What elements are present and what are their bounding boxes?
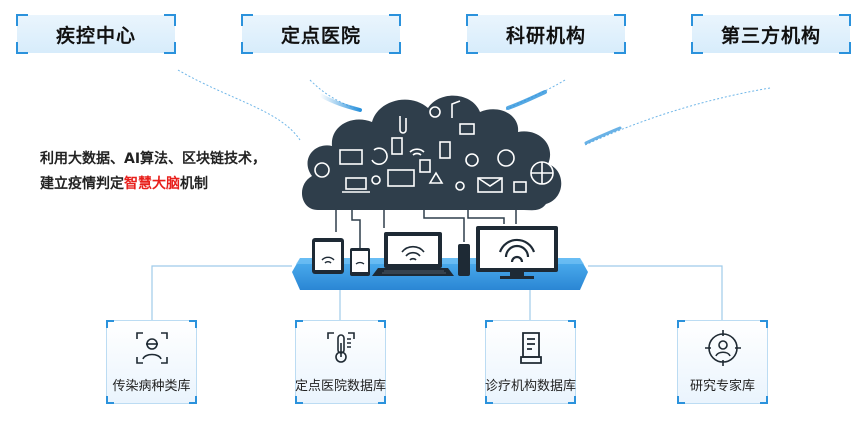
flow-streak-right bbox=[506, 90, 547, 110]
laptop-device bbox=[372, 232, 454, 276]
phone-icon bbox=[439, 141, 451, 159]
tablet-icon bbox=[391, 137, 403, 155]
database-label: 定点医院数据库 bbox=[294, 379, 386, 394]
camera-icon bbox=[459, 123, 475, 135]
expert-target-icon bbox=[705, 330, 741, 366]
thermometer-icon bbox=[327, 332, 355, 363]
connector-lines bbox=[151, 265, 723, 320]
wifi-icon bbox=[409, 148, 425, 156]
sync-icon bbox=[371, 147, 388, 165]
top-box-label: 第三方机构 bbox=[720, 24, 821, 47]
slogan-highlight: 智慧大脑 bbox=[124, 176, 180, 192]
database-label: 诊疗机构数据库 bbox=[484, 379, 576, 394]
laptop-icon bbox=[345, 177, 367, 190]
top-box-label: 疾控中心 bbox=[55, 24, 136, 47]
database-box-infectious-disease: 传染病种类库 bbox=[106, 320, 197, 404]
slogan-line-2: 建立疫情判定智慧大脑机制 bbox=[40, 172, 266, 197]
flow-arc-mid-left bbox=[309, 79, 361, 111]
recycle-icon bbox=[428, 171, 444, 184]
top-box-cdc: 疾控中心 bbox=[16, 14, 176, 54]
music-note-icon bbox=[451, 100, 461, 118]
radio-icon bbox=[465, 153, 479, 167]
user-icon bbox=[455, 181, 465, 191]
monitor-icon bbox=[339, 149, 363, 165]
top-box-designated-hospital: 定点医院 bbox=[241, 14, 401, 54]
desktop-icon bbox=[387, 169, 415, 187]
tablet-device bbox=[312, 238, 344, 274]
paperclip-icon bbox=[399, 116, 407, 134]
top-box-research-institution: 科研机构 bbox=[466, 14, 626, 54]
phone-device bbox=[350, 248, 370, 276]
top-box-third-party: 第三方机构 bbox=[691, 14, 851, 54]
lock-icon bbox=[513, 181, 527, 193]
slogan-line-2-suffix: 机制 bbox=[180, 176, 208, 192]
slogan-line-2-prefix: 建立疫情判定 bbox=[40, 176, 124, 192]
power-icon bbox=[314, 162, 330, 178]
device-cables bbox=[335, 210, 517, 248]
flow-streak-left bbox=[318, 93, 362, 112]
speaker-device bbox=[458, 244, 470, 276]
document-icon-cloud bbox=[419, 159, 431, 173]
database-label: 研究专家库 bbox=[689, 379, 755, 394]
desktop-device bbox=[476, 226, 558, 279]
flow-streak-far-right bbox=[584, 126, 622, 145]
slogan: 利用大数据、AI算法、区块链技术， 建立疫情判定智慧大脑机制 bbox=[40, 147, 266, 197]
microphone-icon bbox=[371, 175, 381, 185]
top-box-label: 定点医院 bbox=[280, 24, 361, 47]
database-box-clinic: 诊疗机构数据库 bbox=[485, 320, 576, 404]
database-box-expert: 研究专家库 bbox=[677, 320, 768, 404]
database-box-designated-hospital: 定点医院数据库 bbox=[295, 320, 386, 404]
slogan-line-1: 利用大数据、AI算法、区块链技术， bbox=[40, 151, 267, 167]
flow-arc-left bbox=[177, 69, 301, 141]
headphones-icon bbox=[497, 149, 515, 167]
gear-icon bbox=[429, 106, 441, 118]
database-label: 传染病种类库 bbox=[112, 379, 191, 394]
cloud-shape bbox=[301, 95, 562, 211]
flow-arc-right bbox=[584, 87, 771, 146]
top-box-label: 科研机构 bbox=[505, 24, 586, 47]
document-icon bbox=[520, 332, 542, 364]
cloud-icons bbox=[314, 100, 554, 193]
mail-icon bbox=[477, 177, 503, 193]
person-scan-icon bbox=[136, 332, 168, 364]
